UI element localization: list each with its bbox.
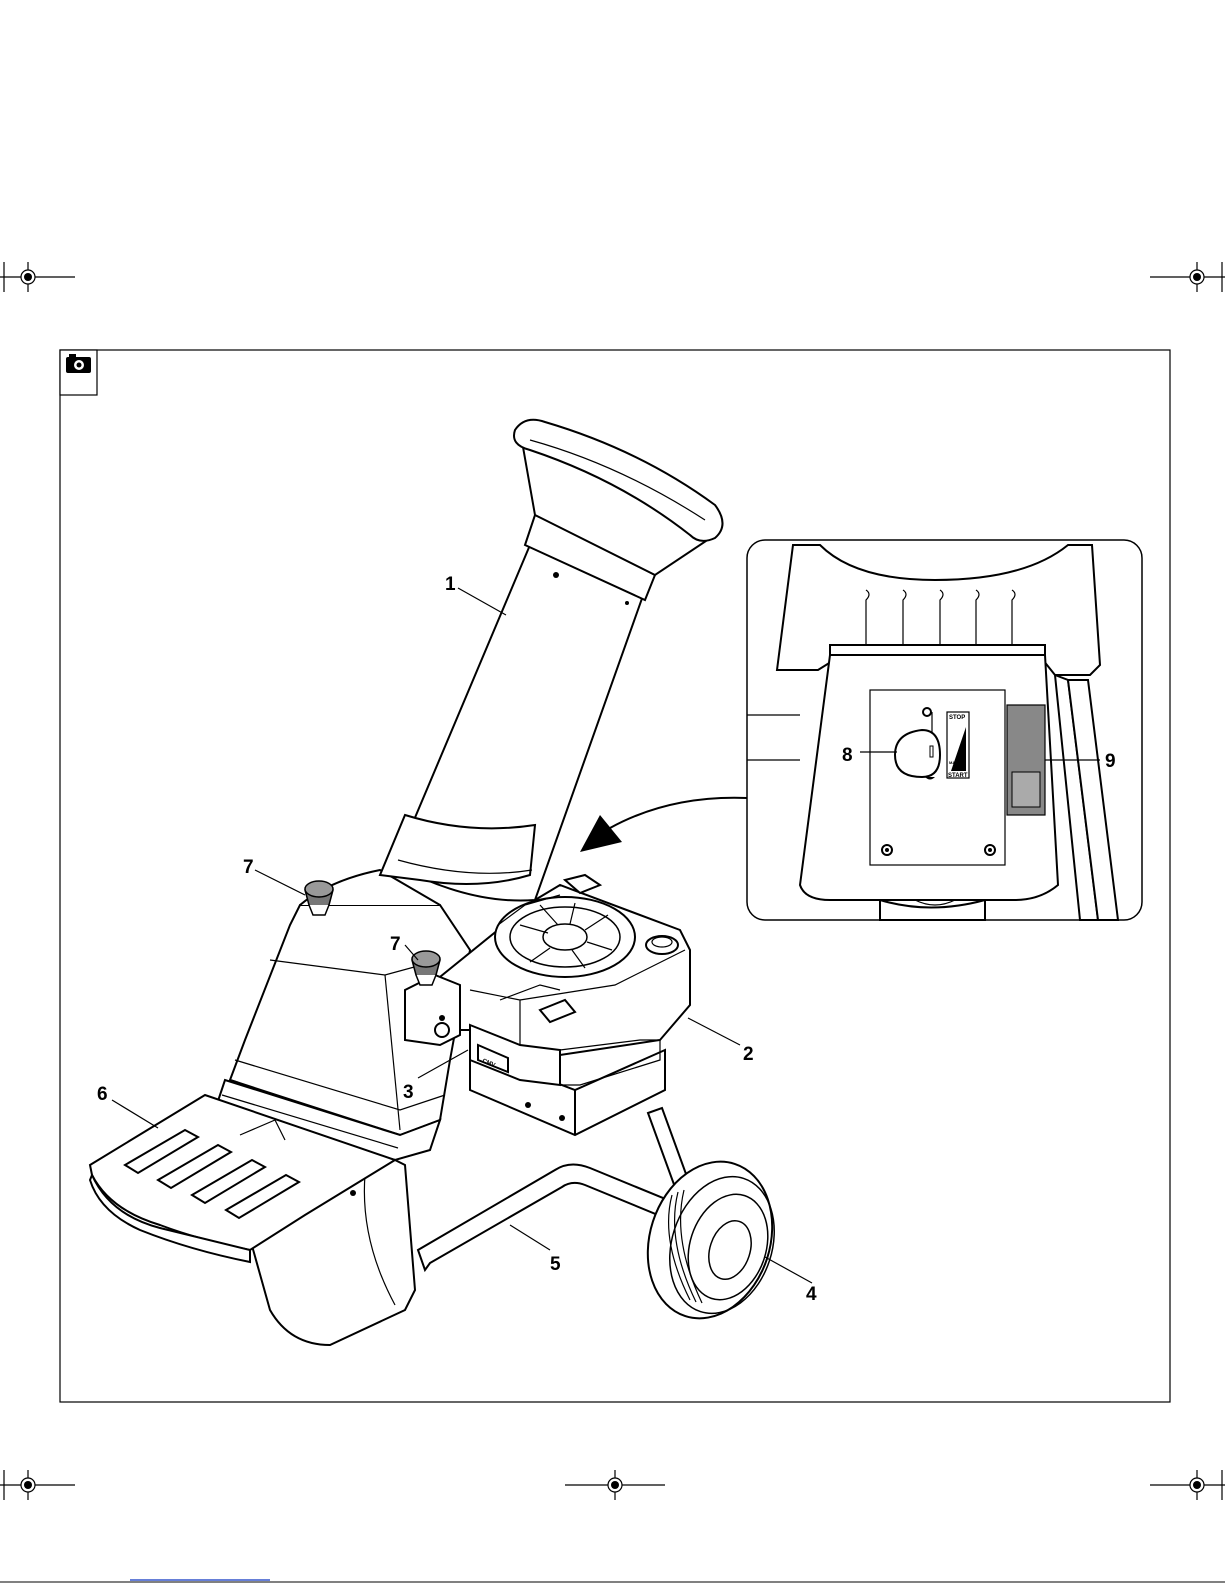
callout-2: 2 — [743, 1044, 754, 1065]
control-panel-detail: STOP MAX START — [747, 540, 1142, 920]
leader-2 — [688, 1018, 740, 1045]
crop-mark-top-right — [1150, 262, 1225, 292]
panel-label-start: START — [948, 773, 968, 779]
leader-4 — [765, 1257, 812, 1283]
callout-6: 6 — [97, 1084, 108, 1105]
callout-9: 9 — [1105, 751, 1116, 772]
panel-label-stop: STOP — [949, 715, 965, 721]
crop-mark-bottom-center — [565, 1470, 665, 1500]
wheel — [628, 1145, 792, 1334]
leader-1 — [458, 588, 506, 615]
callout-7-upper: 7 — [243, 857, 254, 878]
leader-5 — [510, 1225, 550, 1250]
leader-6 — [112, 1100, 158, 1128]
callout-5: 5 — [550, 1254, 561, 1275]
callout-7-lower: 7 — [390, 934, 401, 955]
callout-8: 8 — [842, 745, 853, 766]
panel-label-max: MAX — [949, 760, 958, 765]
detail-arrow — [580, 798, 747, 852]
crop-mark-top-left — [0, 262, 75, 292]
camera-icon — [60, 350, 97, 395]
shredder-illustration: CMV — [90, 420, 792, 1345]
engine: CMV — [430, 875, 690, 1085]
crop-mark-bottom-right — [1150, 1470, 1225, 1500]
callout-4: 4 — [806, 1284, 817, 1305]
callout-3: 3 — [403, 1082, 414, 1103]
leader-7a — [255, 870, 305, 895]
callout-1: 1 — [445, 574, 456, 595]
crop-mark-bottom-left — [0, 1470, 75, 1500]
